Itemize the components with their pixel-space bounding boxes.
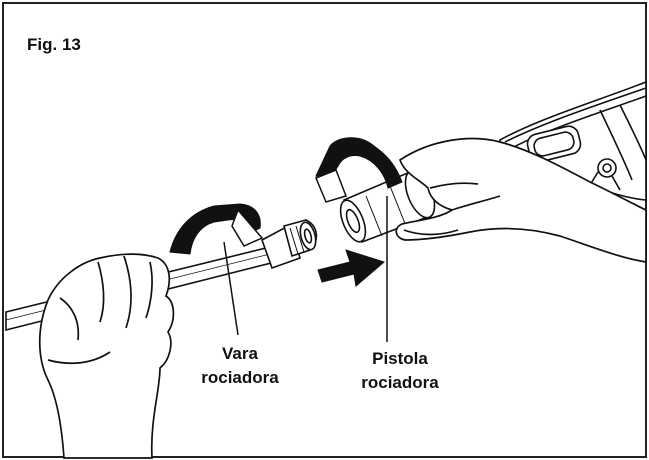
figure-title: Fig. 13	[27, 35, 81, 54]
gun-label-line-2: rociadora	[361, 373, 439, 392]
wand-label-line-2: rociadora	[201, 368, 279, 387]
gun-label-line-1: Pistola	[372, 349, 428, 368]
wand-label-line-1: Vara	[222, 344, 258, 363]
